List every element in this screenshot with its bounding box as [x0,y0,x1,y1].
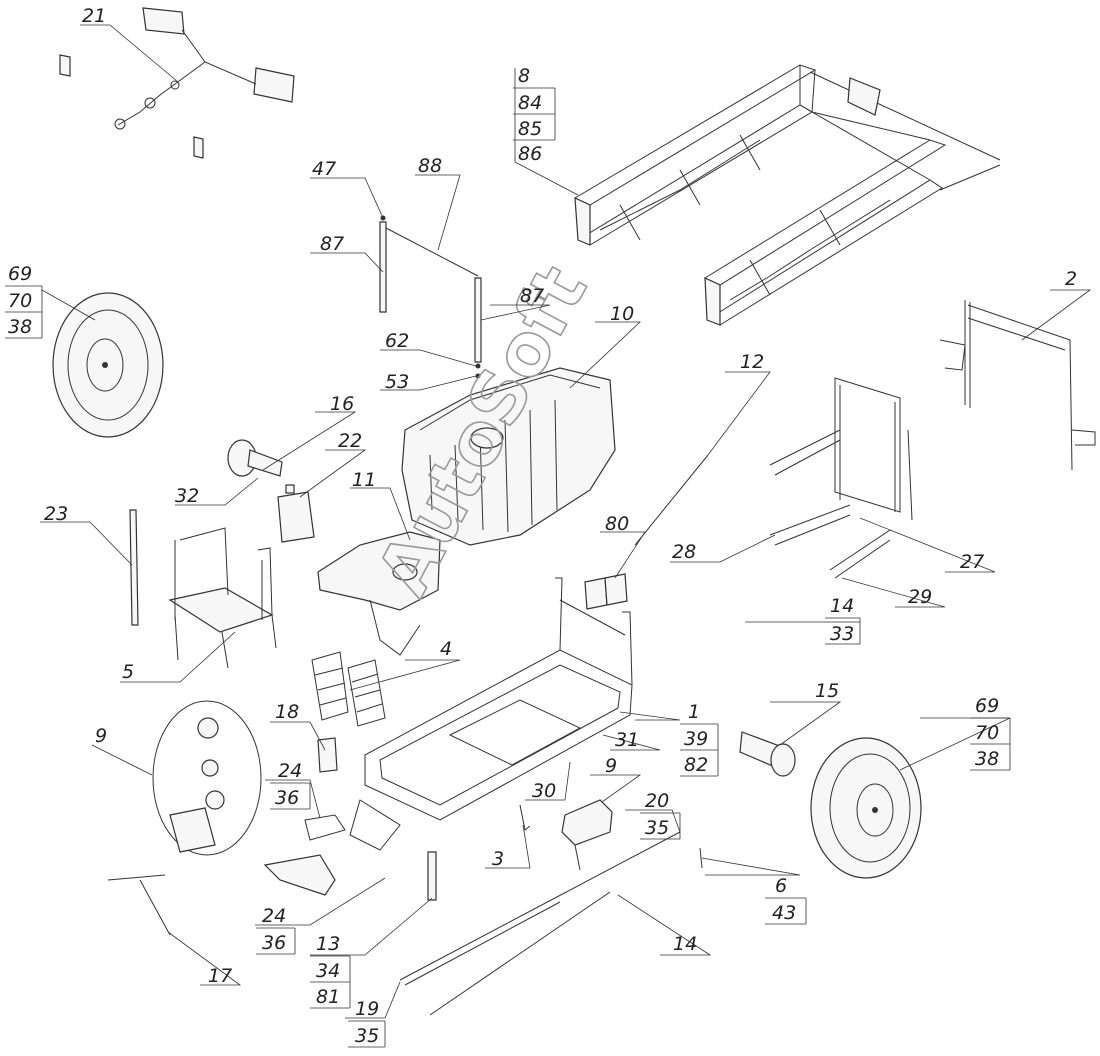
part-posts-and-rope [379,215,482,379]
part-long-bars [399,831,681,1016]
callout-85: 85 [518,118,542,140]
part-canister [277,484,315,543]
callout-69-left: 69 [8,263,32,285]
callout-36-bottom: 36 [262,932,286,954]
callout-27: 27 [960,551,984,573]
callout-70-right: 70 [975,722,999,744]
callout-81: 81 [316,986,340,1008]
callout-9-left: 9 [95,725,107,747]
part-chassis [349,577,633,851]
callout-12: 12 [740,351,764,373]
part-reservoir-9 [561,799,613,871]
callout-24-top: 24 [278,760,302,782]
callout-1: 1 [688,701,700,723]
callout-19: 19 [355,998,379,1020]
callout-32: 32 [175,485,199,507]
part-rail-frame [939,300,1096,471]
leader-lines [40,24,1092,1019]
callout-35-top: 35 [645,817,669,839]
part-pin-6 [699,847,703,869]
callout-69-right: 69 [975,695,999,717]
callout-20: 20 [645,790,669,812]
callout-33: 33 [830,623,854,645]
part-axle-hub [227,439,283,477]
callout-84: 84 [518,92,542,114]
part-boom-frame [573,64,1001,326]
callout-4: 4 [440,638,452,660]
callout-47: 47 [312,158,336,180]
part-bracket-3 [519,804,531,831]
callout-13: 13 [316,933,340,955]
part-axle-15 [739,731,796,777]
part-platform [168,527,277,669]
callout-36-top: 36 [275,787,299,809]
callout-28: 28 [672,541,696,563]
callout-5: 5 [122,661,134,683]
callout-39: 39 [684,728,708,750]
callout-15: 15 [815,680,839,702]
part-stand-13 [427,851,437,901]
callout-18: 18 [275,701,299,723]
callout-21: 21 [82,5,106,27]
callout-87-right: 87 [520,285,544,307]
callout-14-top: 14 [830,595,854,617]
callout-31: 31 [615,729,639,751]
callout-2: 2 [1065,268,1077,290]
callout-87-left: 87 [320,233,344,255]
callout-17: 17 [208,965,232,987]
callout-14-bottom: 14 [673,933,697,955]
callout-9-right: 9 [605,755,617,777]
part-support-leg [107,874,171,936]
part-tank [401,367,616,546]
callout-11: 11 [352,469,376,491]
callout-82: 82 [684,754,708,776]
callout-80: 80 [605,513,629,535]
part-drawbar [263,814,346,896]
callout-30: 30 [532,780,556,802]
callout-24-bottom: 24 [262,905,286,927]
part-lighting-harness [59,7,295,159]
part-wheel-right [810,737,922,879]
callout-88: 88 [418,155,442,177]
callout-43: 43 [772,902,796,924]
part-rod-12 [634,454,709,546]
part-bracket-assembly [769,377,913,579]
callout-labels: 21 8 84 85 86 47 88 87 87 62 53 69 70 38… [5,5,1077,1048]
callout-53: 53 [385,371,409,393]
callout-29: 29 [908,586,932,608]
part-strip-23 [129,509,139,626]
callout-35-bottom: 35 [355,1025,379,1047]
callout-23: 23 [44,503,68,525]
callout-62: 62 [385,330,409,352]
callout-38-right: 38 [975,748,999,770]
part-bracket-80 [584,573,628,610]
callout-86: 86 [518,143,542,165]
callout-22: 22 [338,430,362,452]
part-lower-tank [317,531,441,656]
callout-3: 3 [492,848,504,870]
callout-16: 16 [330,393,354,415]
callout-70-left: 70 [8,290,32,312]
callout-8: 8 [518,65,530,87]
callout-34: 34 [316,960,340,982]
callout-38-left: 38 [8,316,32,338]
part-valve-cluster [152,700,262,856]
part-ladders [311,651,386,727]
callout-6: 6 [775,875,787,897]
part-wheel-left [52,292,164,438]
callout-10: 10 [610,303,634,325]
